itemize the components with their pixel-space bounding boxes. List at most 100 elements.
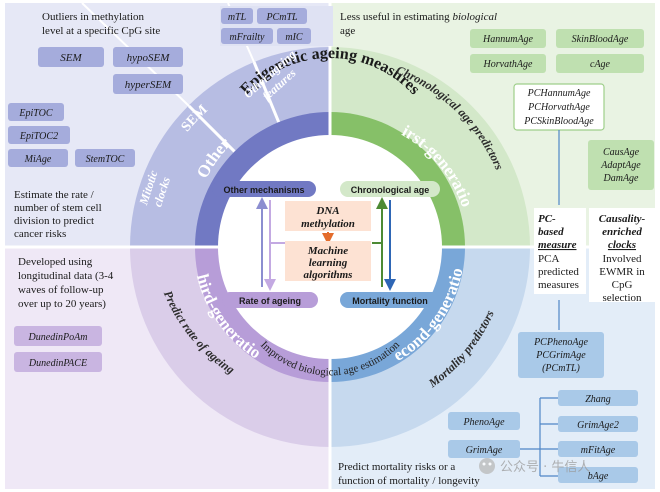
badge-phenoage (448, 412, 520, 430)
mitotic-description-1: Estimate the rate / (14, 189, 95, 201)
third-gen-description-1: Developed using (18, 256, 93, 268)
svg-text:cAge: cAge (590, 59, 611, 70)
svg-text:PCGrimAge: PCGrimAge (535, 350, 586, 361)
causal-note-heading-1: Causality- (599, 213, 646, 225)
watermark: 公众号 · 牛信人 (479, 458, 590, 475)
first-gen-description-line2: age (340, 25, 355, 37)
pc-second-gen-box (518, 332, 604, 378)
first-gen-description-line1: Less useful in estimating biological (340, 11, 497, 23)
badge-mfitage (558, 441, 638, 457)
pill-mortality-function (340, 292, 440, 308)
badge-epitoc2 (8, 126, 70, 144)
badge-stemtoc (75, 149, 135, 167)
svg-text:PCmTL: PCmTL (265, 12, 298, 23)
wechat-icon (479, 458, 495, 474)
ml-algorithms-box (285, 241, 371, 281)
badge-mic (277, 28, 311, 44)
svg-text:EpiTOC: EpiTOC (18, 108, 52, 119)
pc-note-heading-2: based (538, 226, 564, 238)
svg-text:DunedinPACE: DunedinPACE (28, 358, 87, 369)
badge-grimage (448, 440, 520, 458)
svg-text:DamAge: DamAge (603, 173, 640, 184)
pill-other-mechanisms-label: Other mechanisms (223, 185, 304, 195)
svg-text:PhenoAge: PhenoAge (462, 417, 505, 428)
badge-cage (556, 54, 644, 73)
svg-text:PCHorvathAge: PCHorvathAge (527, 102, 590, 113)
badge-mtl (221, 8, 253, 24)
svg-text:GrimAge: GrimAge (466, 445, 503, 456)
svg-text:HannumAge: HannumAge (482, 34, 534, 45)
svg-text:bAge: bAge (588, 471, 609, 482)
causal-note-panel (589, 208, 655, 302)
second-gen-description-1: Predict mortality risks or a (338, 461, 455, 473)
mitotic-description-4: cancer risks (14, 228, 66, 240)
mitotic-description-2: number of stem cell (14, 202, 102, 214)
badge-pcmtl (257, 8, 307, 24)
svg-text:StemTOC: StemTOC (86, 154, 125, 165)
ml-line3: algorithms (304, 269, 353, 281)
grimage-tree (520, 397, 558, 477)
badge-miage (8, 149, 68, 167)
dna-methylation-box (285, 201, 371, 231)
badge-dunedinpace (14, 352, 102, 372)
causal-note-heading-2: enriched (602, 226, 642, 238)
pill-chronological-age (340, 181, 440, 197)
sem-description-line1: Outliers in methylation (42, 11, 145, 23)
pc-note-body-1: PCA (538, 253, 559, 265)
pc-note-body-2: predicted (538, 266, 579, 278)
watermark-text: 公众号 · 牛信人 (500, 460, 590, 475)
svg-text:PCHannumAge: PCHannumAge (527, 88, 591, 99)
badge-hypersem (113, 74, 183, 94)
svg-text:DunedinPoAm: DunedinPoAm (28, 332, 88, 343)
causal-note-body-4: selection (602, 292, 642, 304)
ml-line1: Machine (307, 245, 348, 257)
badge-skinbloodage (556, 29, 644, 48)
causal-clocks-box (588, 140, 654, 190)
svg-text:HorvathAge: HorvathAge (483, 59, 533, 70)
third-gen-description-4: over up to 20 years) (18, 298, 106, 310)
pc-note-heading-3: measure (538, 239, 577, 251)
svg-text:SEM: SEM (60, 52, 82, 64)
pc-note-panel (534, 208, 586, 294)
pc-note-body-3: measures (538, 279, 579, 291)
badge-horvathage (470, 54, 546, 73)
second-gen-description-2: function of mortality / longevity (338, 475, 480, 487)
pill-mortality-function-label: Mortality function (352, 296, 428, 306)
causal-note-heading-3: clocks (608, 239, 636, 251)
svg-text:CausAge: CausAge (603, 147, 640, 158)
other-features-boxes: mTL PCmTL mFrailty mIC (221, 8, 311, 44)
badge-hyposem (113, 47, 183, 67)
badge-sem (38, 47, 104, 67)
causal-note-body-1: Involved (602, 253, 642, 265)
svg-text:PCPhenoAge: PCPhenoAge (533, 337, 588, 348)
badge-zhang (558, 390, 638, 406)
svg-text:mIC: mIC (285, 32, 303, 43)
svg-text:(PCmTL): (PCmTL) (542, 363, 580, 374)
svg-text:mTL: mTL (228, 12, 247, 23)
mitotic-description-3: division to predict (14, 215, 94, 227)
badge-grimage2 (558, 416, 638, 432)
svg-text:PCSkinBloodAge: PCSkinBloodAge (523, 116, 594, 127)
svg-text:MiAge: MiAge (24, 154, 52, 165)
badge-dunedinpoam (14, 326, 102, 346)
dna-methylation-line1: DNA (315, 205, 339, 217)
badge-hannumage (470, 29, 546, 48)
svg-text:hypoSEM: hypoSEM (127, 52, 171, 64)
dna-methylation-line2: methylation (301, 218, 355, 230)
svg-text:EpiTOC2: EpiTOC2 (19, 131, 58, 142)
svg-text:mFitAge: mFitAge (581, 445, 616, 456)
badge-bage (558, 467, 638, 483)
pill-other-mechanisms (212, 181, 316, 197)
causal-note-body-2: EWMR in (599, 266, 645, 278)
svg-text:SkinBloodAge: SkinBloodAge (572, 34, 629, 45)
third-gen-description-2: longitudinal data (3-4 (18, 270, 114, 282)
svg-text:AdaptAge: AdaptAge (600, 160, 641, 171)
pill-chronological-age-label: Chronological age (351, 185, 430, 195)
badge-epitoc (8, 103, 64, 121)
svg-text:Zhang: Zhang (585, 394, 611, 405)
ml-line2: learning (309, 257, 348, 269)
third-gen-description-3: waves of follow-up (18, 284, 104, 296)
causal-note-body-3: CpG (612, 279, 633, 291)
